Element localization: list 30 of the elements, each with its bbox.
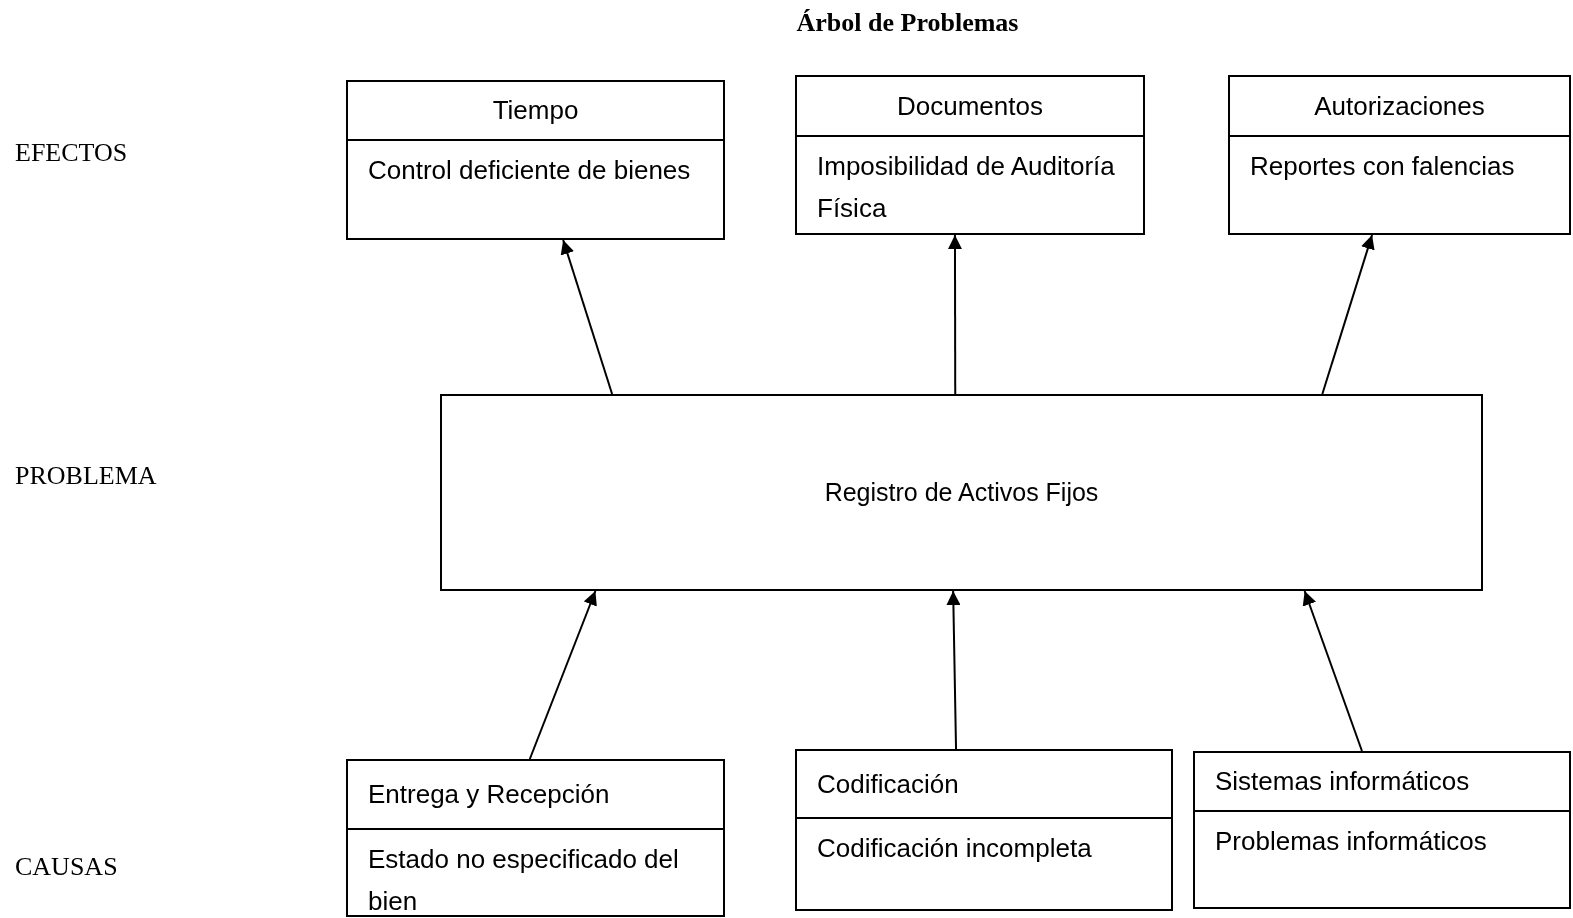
category-box xyxy=(795,749,1173,911)
arrow xyxy=(1302,590,1363,752)
row-label: EFECTOS xyxy=(15,138,128,168)
box-text: Estado no especificado del bien xyxy=(367,843,680,918)
box-heading: Sistemas informáticos xyxy=(1215,766,1470,797)
box-text: Control deficiente de bienes xyxy=(367,154,692,187)
arrow xyxy=(1321,234,1375,395)
box-heading: Tiempo xyxy=(492,95,579,126)
arrow xyxy=(528,590,597,760)
arrow xyxy=(948,234,962,395)
category-box xyxy=(1228,75,1571,235)
box-text: Imposibilidad de Auditoría Física xyxy=(816,150,1116,225)
box-heading: Entrega y Recepción xyxy=(368,779,610,810)
box-text: Registro de Activos Fijos xyxy=(824,478,1099,507)
box-text: Reportes con falencias xyxy=(1249,150,1516,183)
box-heading: Documentos xyxy=(897,90,1043,122)
category-box xyxy=(1193,751,1571,909)
category-box xyxy=(795,75,1145,235)
row-label: PROBLEMA xyxy=(15,461,157,491)
box-text: Problemas informáticos xyxy=(1214,825,1488,858)
box-text: Codificación incompleta xyxy=(816,832,1093,865)
row-label: CAUSAS xyxy=(15,852,118,882)
diagram-title: Árbol de Problemas xyxy=(795,8,1020,38)
arrow xyxy=(560,239,614,395)
box-heading: Autorizaciones xyxy=(1314,90,1485,122)
box-heading: Codificación xyxy=(817,768,959,800)
category-box xyxy=(346,759,725,917)
problem-box xyxy=(440,394,1483,591)
category-box xyxy=(346,80,725,240)
arrow xyxy=(946,590,961,750)
